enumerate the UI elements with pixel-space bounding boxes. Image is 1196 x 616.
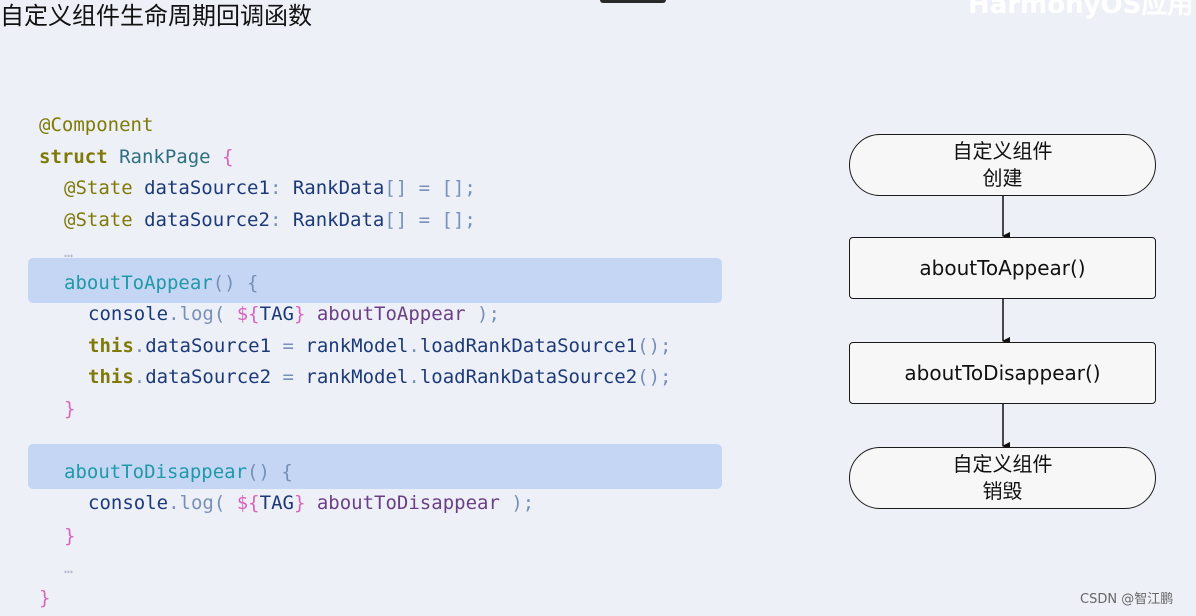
code-line-appear-log: console.log( ${TAG} aboutToAppear ); bbox=[88, 303, 500, 325]
page-title: 自定义组件生命周期回调函数 bbox=[0, 2, 312, 30]
flowchart-node-create: 自定义组件 创建 bbox=[849, 134, 1156, 196]
node-disappear-label: aboutToDisappear() bbox=[904, 361, 1101, 385]
node-destroy-line2: 销毁 bbox=[982, 479, 1023, 503]
highlight-about-to-disappear bbox=[28, 444, 722, 489]
code-line-disappear-close: } bbox=[64, 525, 76, 547]
code-line-load-1: this.dataSource1 = rankModel.loadRankDat… bbox=[88, 335, 672, 357]
code-line-struct-close: } bbox=[39, 587, 51, 609]
csdn-watermark: CSDN @智江鹏 bbox=[1080, 592, 1174, 607]
code-line-ellipsis-2: … bbox=[64, 559, 74, 577]
flowchart-node-about-to-appear: aboutToAppear() bbox=[849, 237, 1156, 299]
node-destroy-line1: 自定义组件 bbox=[952, 452, 1053, 476]
node-appear-label: aboutToAppear() bbox=[919, 256, 1086, 280]
code-line-struct: struct RankPage { bbox=[39, 146, 234, 168]
code-block: @Component struct RankPage { @State data… bbox=[28, 114, 722, 609]
node-create-line1: 自定义组件 bbox=[952, 139, 1053, 163]
code-line-state-1: @State dataSource1: RankData[] = []; bbox=[64, 177, 476, 199]
code-line-disappear-log: console.log( ${TAG} aboutToDisappear ); bbox=[88, 492, 535, 514]
code-line-disappear-signature: aboutToDisappear() { bbox=[64, 461, 293, 483]
flowchart-node-about-to-disappear: aboutToDisappear() bbox=[849, 342, 1156, 404]
node-create-line2: 创建 bbox=[982, 166, 1023, 190]
code-line-ellipsis-1: … bbox=[64, 243, 74, 261]
top-tab-indicator bbox=[600, 0, 666, 3]
code-line-appear-close: } bbox=[64, 398, 76, 420]
code-line-appear-signature: aboutToAppear() { bbox=[64, 272, 259, 294]
code-line-state-2: @State dataSource2: RankData[] = []; bbox=[64, 209, 476, 231]
highlight-about-to-appear bbox=[28, 258, 722, 303]
code-line-decorator: @Component bbox=[39, 114, 154, 136]
code-line-load-2: this.dataSource2 = rankModel.loadRankDat… bbox=[88, 366, 672, 388]
flowchart-node-destroy: 自定义组件 销毁 bbox=[849, 447, 1156, 509]
top-right-brand-text: HarmonyOS应用 bbox=[968, 0, 1194, 20]
